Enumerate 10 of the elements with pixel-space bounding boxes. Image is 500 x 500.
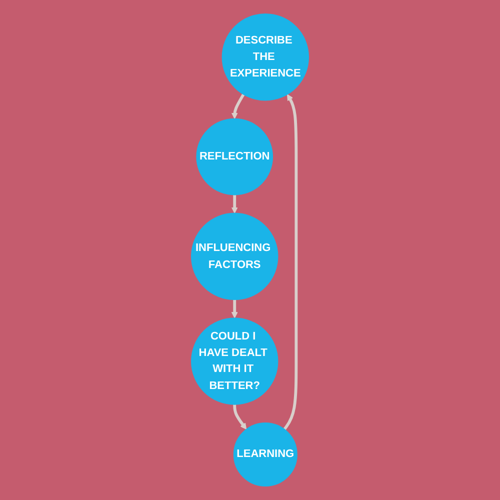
arrow <box>231 300 238 318</box>
node-circle: INFLUENCING FACTORS <box>190 212 278 300</box>
arrow <box>233 404 247 430</box>
node-circle: DESCRIBE THE EXPERIENCE <box>222 14 310 101</box>
node-circle: LEARNING <box>233 422 298 486</box>
node-circle: COULD I HAVE DEALT WITH IT BETTER? <box>190 318 278 405</box>
node-circle: REFLECTION <box>196 118 274 196</box>
arrow <box>231 194 238 214</box>
arrow <box>283 94 298 430</box>
arrow <box>231 94 245 119</box>
